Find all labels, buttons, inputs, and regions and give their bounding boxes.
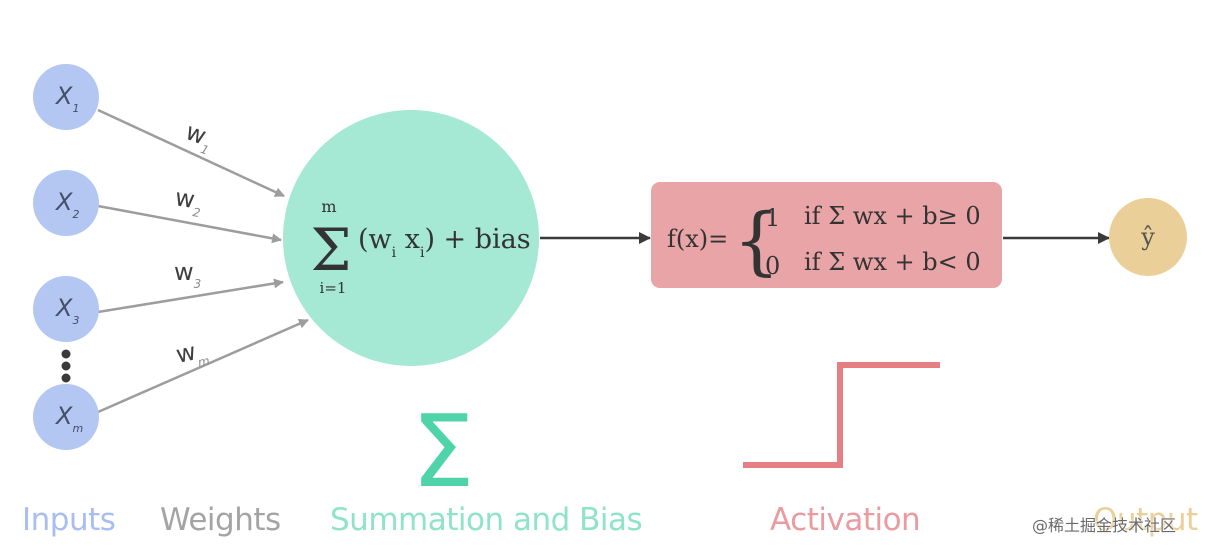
output-label: Output: [1093, 502, 1198, 538]
case2-value: 0: [765, 252, 780, 280]
activation-box: f(x)= { 1 if Σ wx + b≥ 0 0 if Σ wx + b< …: [651, 182, 1002, 288]
weight-label-m: wm: [173, 335, 211, 374]
ellipsis-dots: [61, 349, 71, 383]
weight-label-3: w3: [174, 258, 201, 291]
input-node-1: X1: [33, 64, 99, 130]
activation-brace: {: [733, 198, 780, 284]
activation-prefix: f(x)=: [667, 225, 728, 253]
weight-arrow-m: [97, 318, 309, 414]
activation-label: Activation: [770, 502, 921, 538]
weights-label: Weights: [160, 502, 281, 538]
inputs-label: Inputs: [22, 502, 116, 538]
weight-arrow-2: [97, 204, 282, 244]
sum-lower-limit: i=1: [320, 279, 347, 297]
case1-condition: if Σ wx + b≥ 0: [804, 202, 981, 230]
svg-text:X2: X2: [54, 188, 79, 221]
input-node-m: Xm: [33, 384, 99, 450]
weight-label-2: w2: [172, 183, 204, 220]
sigma-icon: Σ: [411, 393, 474, 510]
watermark: @稀土掘金技术社区: [1032, 516, 1177, 535]
case2-condition: if Σ wx + b< 0: [804, 248, 981, 276]
sum-sigma: Σ: [310, 216, 351, 284]
sum-upper-limit: m: [321, 197, 336, 216]
svg-text:Xm: Xm: [54, 402, 83, 435]
step-function-icon: [743, 362, 940, 468]
summation-node: m Σ i=1 (wi xi) + bias: [283, 110, 539, 366]
output-symbol: ŷ: [1140, 223, 1155, 251]
sum-expression: (wi xi) + bias: [358, 224, 531, 261]
summation-label: Summation and Bias: [330, 502, 643, 538]
input-node-2: X2: [33, 170, 99, 236]
input-node-3: X3: [33, 276, 99, 342]
svg-text:X1: X1: [54, 82, 79, 115]
svg-text:X3: X3: [54, 294, 79, 327]
weight-arrow-3: [97, 278, 284, 314]
case1-value: 1: [765, 204, 780, 232]
weight-arrow-1: [97, 108, 285, 198]
output-node: ŷ: [1109, 198, 1187, 276]
